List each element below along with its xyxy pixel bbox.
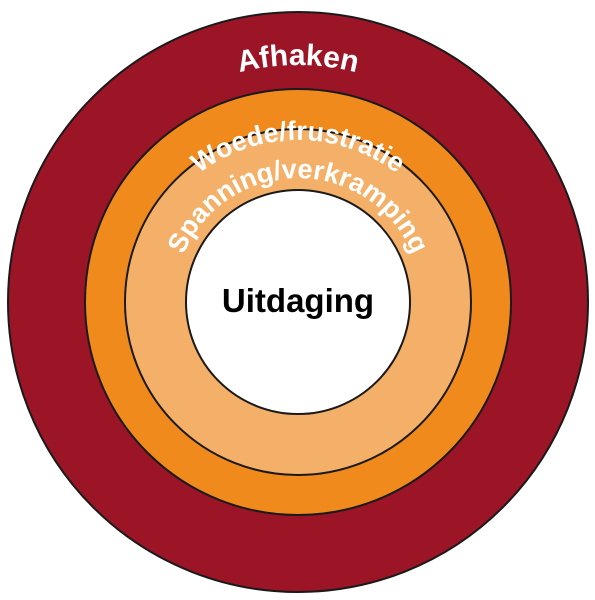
center-circle [185,189,411,415]
center-label: Uitdaging [222,282,374,319]
